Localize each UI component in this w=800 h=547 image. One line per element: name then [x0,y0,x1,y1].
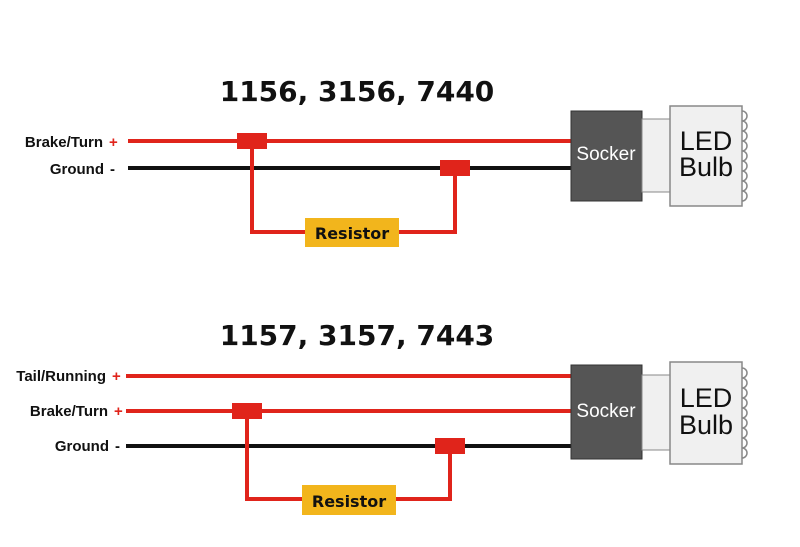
diagram-2-bulb-label-led: LED [680,383,733,413]
diagram-1-bulb-label-bulb: Bulb [679,152,733,182]
diagram-2-wire-tap-ground [435,438,465,454]
diagram-2-led-bulb-lens [741,367,748,459]
diagram-1-wire-2-label: Ground [50,161,104,178]
diagram-1-wire-tap-ground [440,160,470,176]
diagram-2-title: 1157, 3157, 7443 [220,319,495,352]
diagram-1-bulb-label-led: LED [680,126,733,156]
diagram-2-wire-1-label: Tail/Running [16,368,106,385]
diagram-2-socket-label: Socker [576,401,636,422]
diagram-2-led-bulb [669,361,743,465]
diagram-1: 1156, 3156, 7440 Brake/Turn + Ground - R… [25,75,748,247]
diagram-2-wire-1-sign: + [112,368,121,385]
diagram-1-socket-label: Socker [576,144,636,165]
diagram-1-wire-1-sign: + [109,134,118,151]
diagram-2: 1157, 3157, 7443 Tail/Running + Brake/Tu… [16,319,748,515]
diagram-2-bulb-label-bulb: Bulb [679,410,733,440]
diagram-2-resistor-label: Resistor [312,492,386,511]
diagram-2-wire-3-sign: - [115,438,120,455]
diagram-2-resistor [302,485,396,515]
diagram-1-wire-1-label: Brake/Turn [25,134,103,151]
diagram-2-wire-2-label: Brake/Turn [30,403,108,420]
diagram-2-socket [570,364,643,460]
diagram-1-led-bulb [669,105,743,207]
diagram-1-title: 1156, 3156, 7440 [220,75,495,108]
diagram-1-wire-tap-positive [237,133,267,149]
diagram-2-bulb-base [641,374,671,451]
diagram-2-wire-3-label: Ground [55,438,109,455]
diagram-2-wire-2-sign: + [114,403,123,420]
diagram-2-wire-tap-positive [232,403,262,419]
diagram-1-resistor-label: Resistor [315,224,389,243]
diagram-1-socket [570,110,643,202]
diagram-1-led-bulb-lens [741,110,748,202]
diagram-1-bulb-base [641,118,671,193]
diagram-1-wire-2-sign: - [110,161,115,178]
diagram-1-resistor [305,218,399,247]
